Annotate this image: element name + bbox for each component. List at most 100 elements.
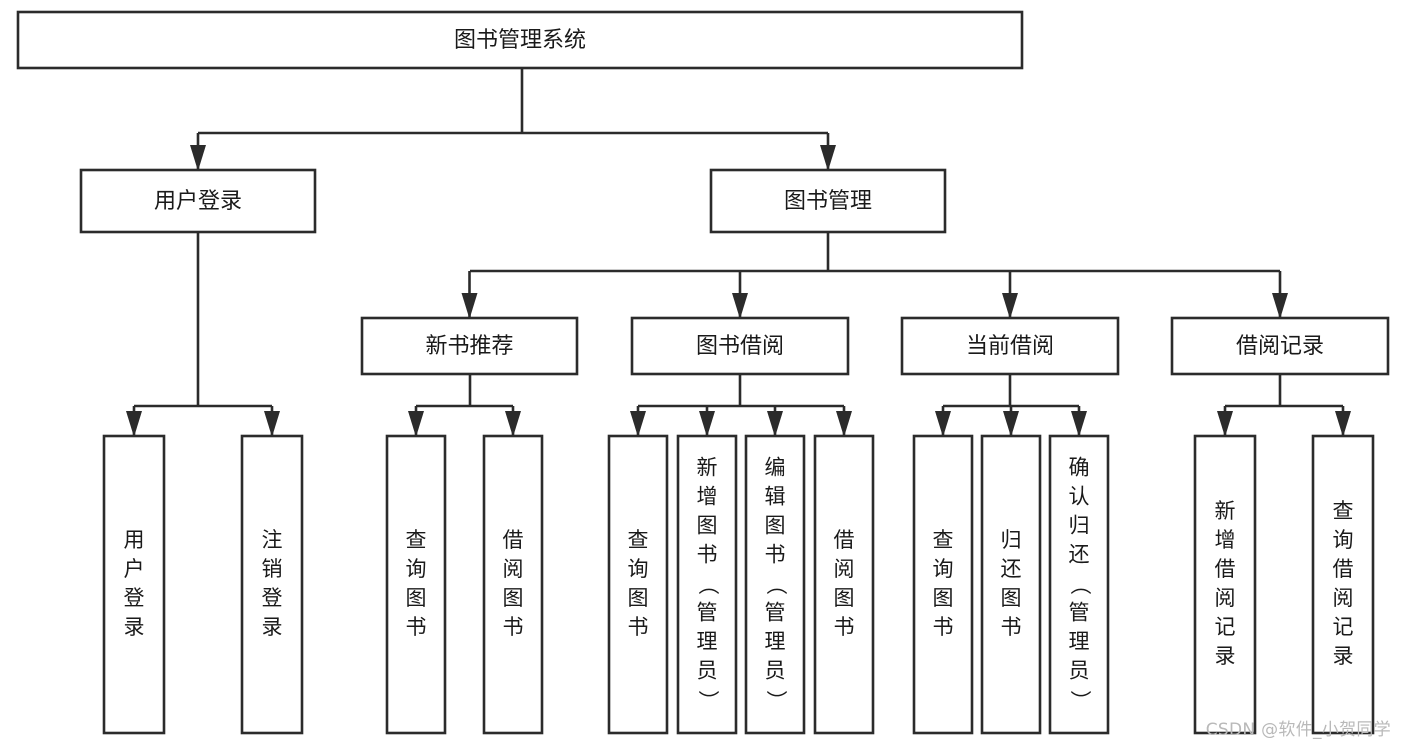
node-leaf-user-login[interactable]: 用户登录 (102, 434, 166, 735)
svg-text:录: 录 (1333, 644, 1354, 668)
svg-text:管: 管 (1069, 601, 1090, 625)
arrow-head-icon (1003, 411, 1019, 437)
node-box (630, 316, 850, 376)
svg-text:图: 图 (933, 586, 954, 610)
node-box (482, 434, 544, 735)
svg-text:确: 确 (1069, 456, 1090, 480)
arrow-head-icon (630, 411, 646, 437)
svg-text:书: 书 (503, 615, 524, 639)
arrow-head-icon (836, 411, 852, 437)
node-book-borrow[interactable]: 图书借阅 (630, 316, 850, 376)
svg-text:归: 归 (1001, 528, 1022, 552)
connector-bus-book-manage (470, 232, 1280, 273)
svg-text:图: 图 (1001, 586, 1022, 610)
svg-text:图: 图 (503, 586, 524, 610)
connector-drop-new-book-recommend (461, 271, 478, 319)
connector-drop-leaf-logout (264, 406, 280, 437)
svg-text:图: 图 (628, 586, 649, 610)
svg-text:书: 书 (834, 615, 855, 639)
arrow-head-icon (767, 411, 783, 437)
svg-text:阅: 阅 (834, 557, 855, 581)
node-borrow-record[interactable]: 借阅记录 (1170, 316, 1390, 376)
node-new-book-recommend[interactable]: 新书推荐 (360, 316, 579, 376)
connector-drop-leaf-bb-add (699, 406, 715, 437)
connector-bus-bb (638, 374, 844, 408)
connector-bus-cb (943, 374, 1079, 408)
arrow-head-icon (190, 145, 206, 171)
svg-text:）: ） (1068, 690, 1092, 711)
svg-text:借: 借 (834, 528, 855, 552)
svg-text:书: 书 (628, 615, 649, 639)
svg-text:还: 还 (1069, 543, 1090, 567)
svg-text:查: 查 (1333, 499, 1354, 523)
svg-text:阅: 阅 (1333, 586, 1354, 610)
node-box (744, 434, 806, 735)
node-box (900, 316, 1120, 376)
svg-text:图: 图 (697, 514, 718, 538)
svg-text:（: （ (764, 574, 788, 595)
arrow-head-icon (264, 411, 280, 437)
connector-drop-leaf-cb-query (935, 406, 951, 437)
arrow-head-icon (820, 145, 836, 171)
svg-text:增: 增 (697, 485, 718, 509)
node-label: 当前借阅 (966, 334, 1054, 359)
nodes-layer: 图书管理系统用户登录图书管理新书推荐图书借阅当前借阅借阅记录用户登录注销登录查询… (16, 10, 1390, 735)
svg-text:书: 书 (697, 543, 718, 567)
connector-bus-root (198, 68, 828, 135)
node-label: 新书推荐 (425, 334, 513, 359)
arrow-head-icon (1217, 411, 1233, 437)
svg-text:书: 书 (933, 615, 954, 639)
arrow-head-icon (699, 411, 715, 437)
node-current-borrow[interactable]: 当前借阅 (900, 316, 1120, 376)
svg-text:理: 理 (1069, 630, 1090, 654)
connector-drop-leaf-nbr-borrow (505, 406, 521, 437)
connector-drop-book-manage (820, 133, 836, 171)
svg-text:）: ） (696, 690, 720, 711)
connector-bus-nbr (416, 374, 513, 408)
svg-text:查: 查 (406, 528, 427, 552)
svg-text:增: 增 (1215, 528, 1236, 552)
svg-text:书: 书 (765, 543, 786, 567)
svg-text:查: 查 (933, 528, 954, 552)
connector-drop-leaf-nbr-query (408, 406, 424, 437)
node-label: 图书管理系统 (454, 28, 586, 53)
node-root[interactable]: 图书管理系统 (16, 10, 1024, 70)
svg-text:员: 员 (697, 659, 718, 683)
connector-drop-book-borrow (732, 271, 748, 319)
svg-text:理: 理 (765, 630, 786, 654)
node-box (385, 434, 447, 735)
arrow-head-icon (1272, 293, 1288, 319)
connector-drop-leaf-user-login (126, 406, 142, 437)
svg-text:归: 归 (1069, 514, 1090, 538)
svg-text:员: 员 (1069, 659, 1090, 683)
node-box (102, 434, 166, 735)
arrow-head-icon (1002, 293, 1018, 319)
node-label: 图书管理 (784, 189, 872, 214)
arrow-head-icon (935, 411, 951, 437)
node-user-login[interactable]: 用户登录 (79, 168, 317, 234)
node-box (676, 434, 738, 735)
svg-text:阅: 阅 (1215, 586, 1236, 610)
svg-text:询: 询 (628, 557, 649, 581)
watermark-label: CSDN @软件_小贺同学 (1205, 720, 1391, 740)
node-book-manage[interactable]: 图书管理 (709, 168, 947, 234)
